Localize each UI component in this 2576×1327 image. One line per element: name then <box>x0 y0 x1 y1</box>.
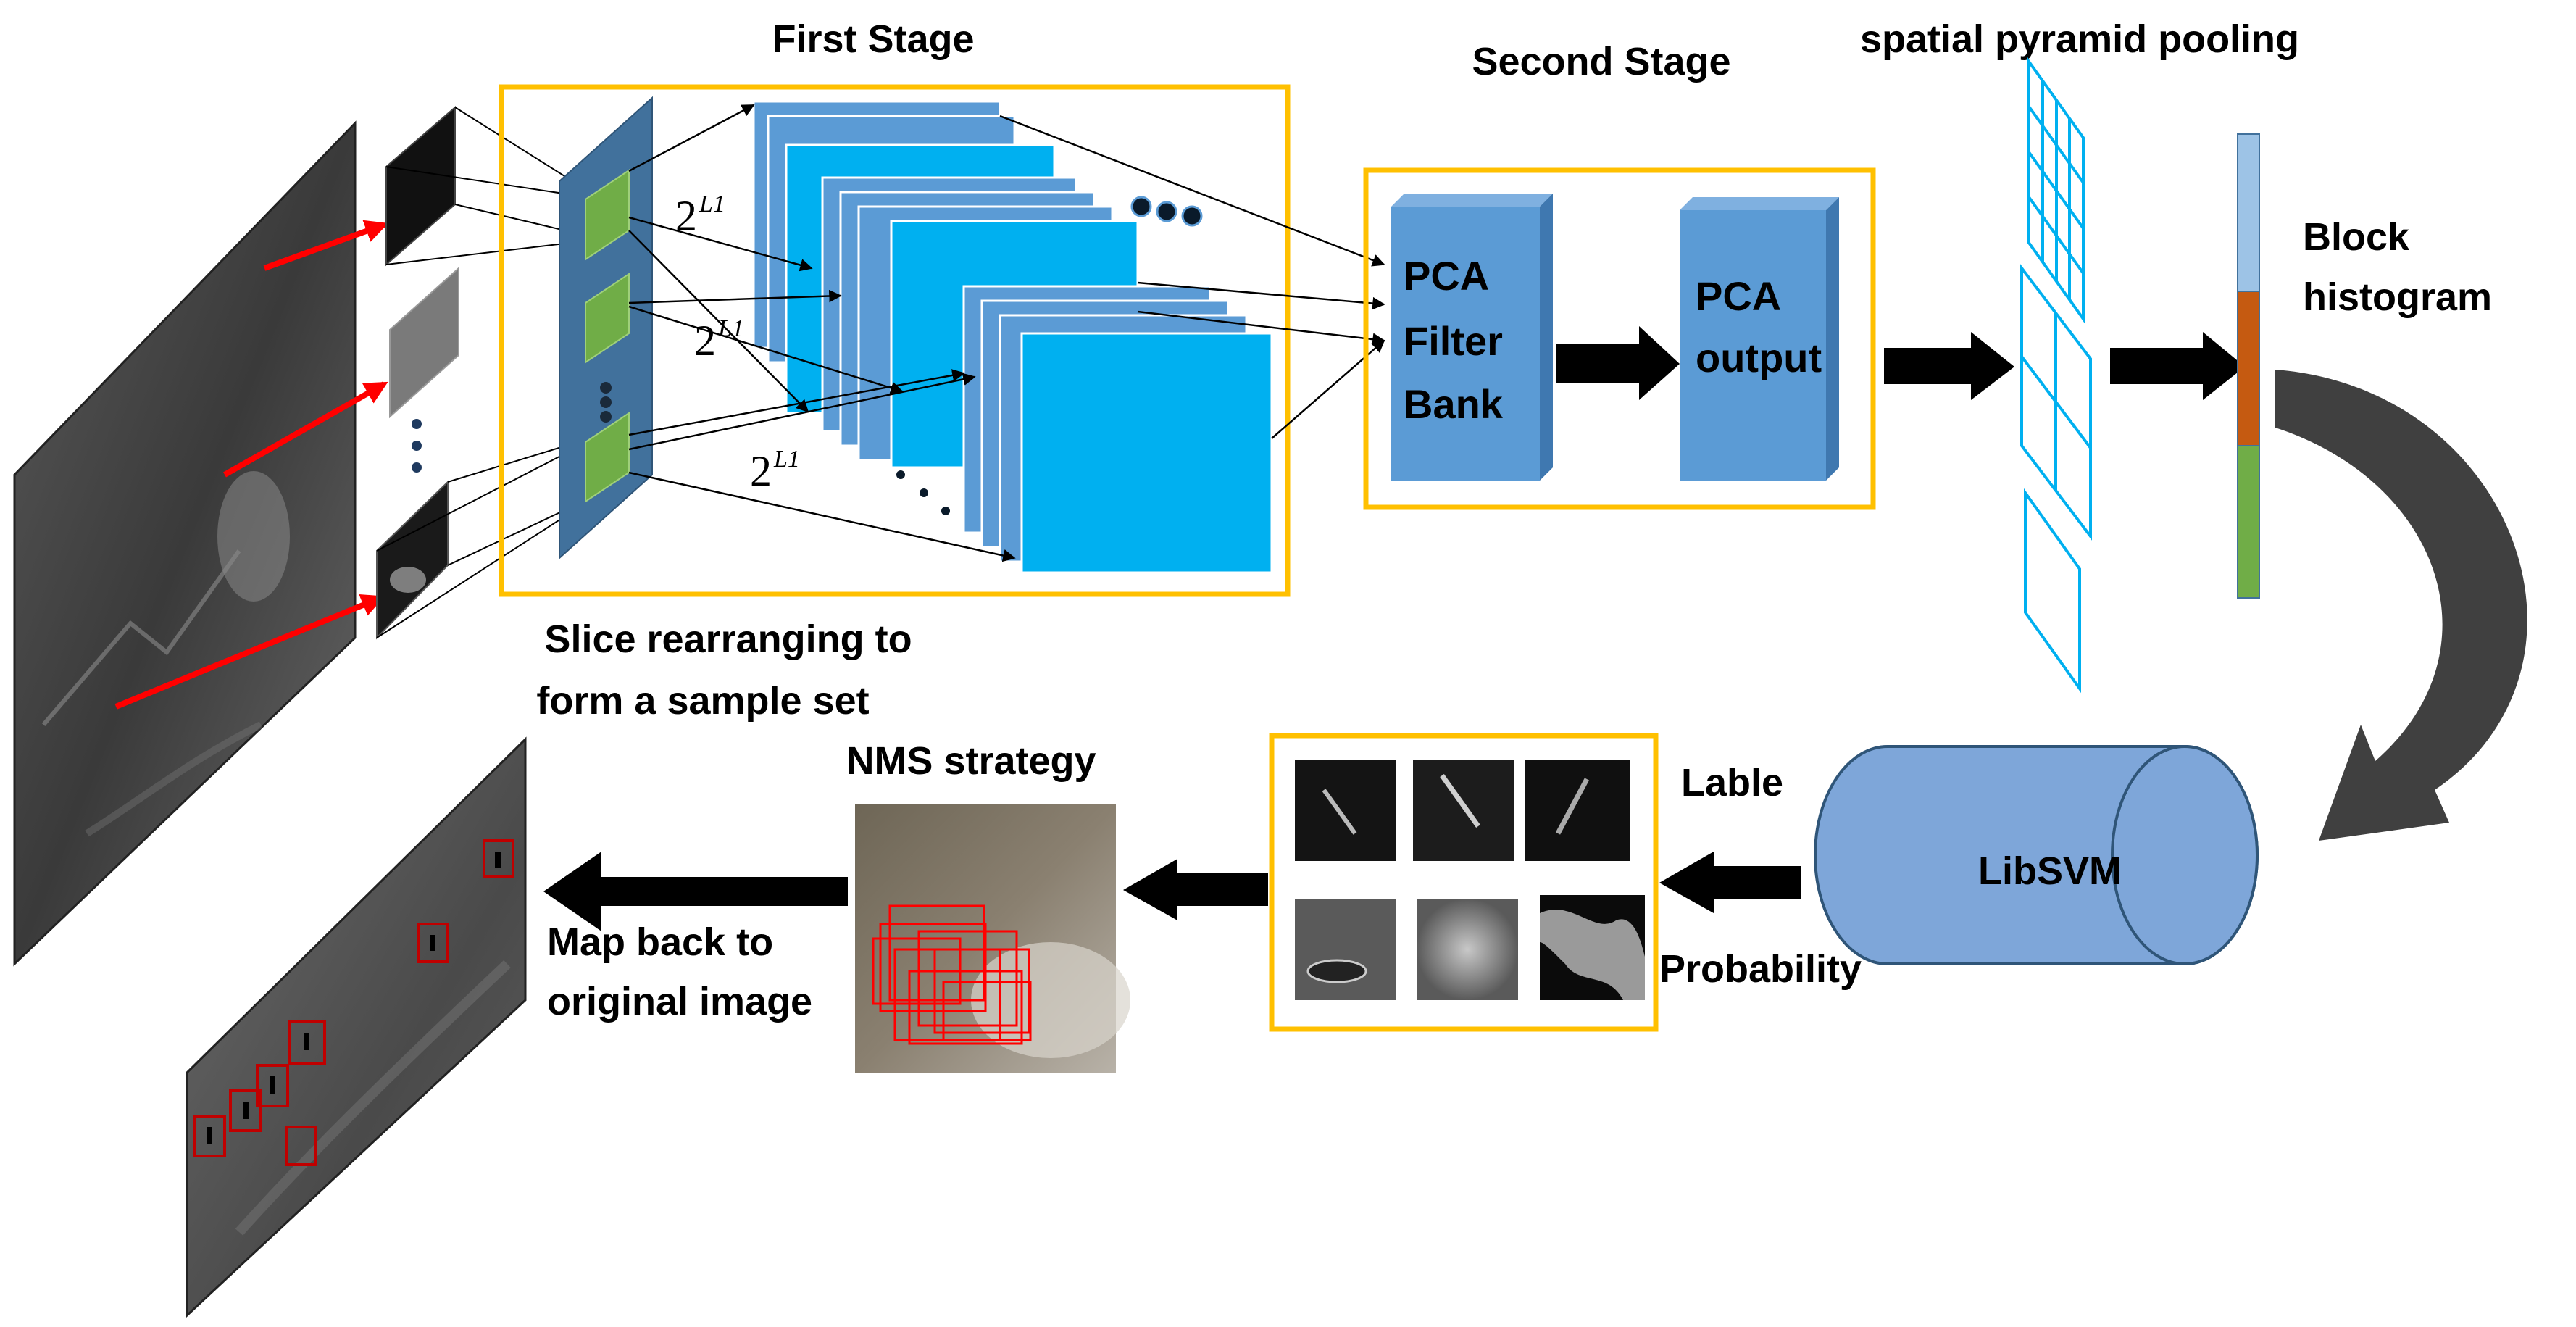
nms-to-output-arrow <box>543 852 848 931</box>
svg-text:L1: L1 <box>699 191 725 217</box>
nms-label: NMS strategy <box>846 739 1096 783</box>
results-box <box>1269 733 1659 1032</box>
svg-text:LibSVM: LibSVM <box>1978 849 2122 893</box>
probability-label: Probability <box>1659 947 1862 991</box>
svg-text:2: 2 <box>694 317 716 365</box>
thumb-clutter-2 <box>1417 899 1518 1000</box>
slice-label-2: form a sample set <box>536 679 869 723</box>
patch-dot-1 <box>412 419 422 429</box>
red-arrow-1 <box>263 220 389 271</box>
feature-dot-2 <box>1156 201 1177 222</box>
output-image <box>186 736 527 1318</box>
svg-text:output: output <box>1696 335 1822 380</box>
block-histogram-label-2: histogram <box>2303 275 2492 319</box>
nms-boxes <box>872 904 1032 1045</box>
patch-1 <box>385 105 456 267</box>
result-thumbnails <box>1295 760 1645 1000</box>
spp-grid-2x2 <box>2020 264 2092 541</box>
first-stage-box <box>499 84 1291 597</box>
second-stage-box <box>1363 167 1876 510</box>
feature-maps <box>752 100 1273 574</box>
svg-text:Filter: Filter <box>1404 318 1503 364</box>
map-back-label-2: original image <box>547 980 812 1023</box>
block-histogram-bar <box>2237 133 2260 599</box>
second-stage-label: Second Stage <box>1472 40 1730 83</box>
input-patches <box>376 105 459 640</box>
libsvm-to-results-arrow <box>1659 852 1801 913</box>
thumb-ship-1 <box>1295 760 1396 861</box>
svg-text:2: 2 <box>675 192 697 240</box>
to-histogram-arrow <box>2110 332 2245 400</box>
svg-text:PCA: PCA <box>1404 253 1489 299</box>
pca-connector-arrow <box>1556 326 1680 400</box>
results-to-nms-arrow <box>1123 859 1268 920</box>
to-spp-arrow <box>1884 332 2014 400</box>
patch-2 <box>389 266 459 419</box>
to-second-stage-arrows <box>999 115 1385 439</box>
thumb-ship-3 <box>1525 760 1630 861</box>
column-slice-2 <box>585 273 630 364</box>
pca-output: PCA output <box>1680 197 1839 481</box>
block-histogram-label-1: Block <box>2303 215 2410 259</box>
first-stage-label: First Stage <box>772 17 974 61</box>
spp-grid-4x4 <box>2027 57 2085 324</box>
svg-text:L1: L1 <box>773 446 800 473</box>
exponent-label-1: 2 L1 <box>675 191 725 240</box>
stage1-arrows <box>628 104 1016 562</box>
rearranged-column <box>559 96 653 560</box>
red-arrow-3 <box>114 594 385 710</box>
svg-text:L1: L1 <box>717 315 744 342</box>
lable-label: Lable <box>1681 761 1783 804</box>
feature-dot-3 <box>1181 205 1203 227</box>
exponent-label-2: 2 L1 <box>694 315 744 365</box>
patch-dot-2 <box>412 441 422 451</box>
feature-dot-1 <box>1130 196 1152 217</box>
patch-dot-3 <box>412 462 422 473</box>
svg-text:2: 2 <box>750 447 772 495</box>
thumb-clutter-1 <box>1295 899 1396 1000</box>
red-arrow-2 <box>223 381 388 478</box>
input-sar-image <box>13 120 357 967</box>
exponent-label-3: 2 L1 <box>750 446 800 495</box>
curved-arrow <box>2275 370 2527 841</box>
svg-text:Bank: Bank <box>1404 381 1504 427</box>
svg-text:PCA: PCA <box>1696 273 1781 319</box>
spp-grid-1x1 <box>2024 488 2081 694</box>
libsvm-cylinder: LibSVM <box>1814 745 2259 965</box>
map-back-label-1: Map back to <box>547 920 773 964</box>
red-arrows <box>114 220 389 710</box>
slice-label-1: Slice rearranging to <box>544 617 912 661</box>
spp-label: spatial pyramid pooling <box>1860 17 2299 61</box>
pca-filter-bank: PCA Filter Bank <box>1391 194 1553 481</box>
spp-grids <box>2020 57 2092 694</box>
nms-image <box>855 804 1130 1073</box>
detection-boxes <box>193 839 514 1166</box>
